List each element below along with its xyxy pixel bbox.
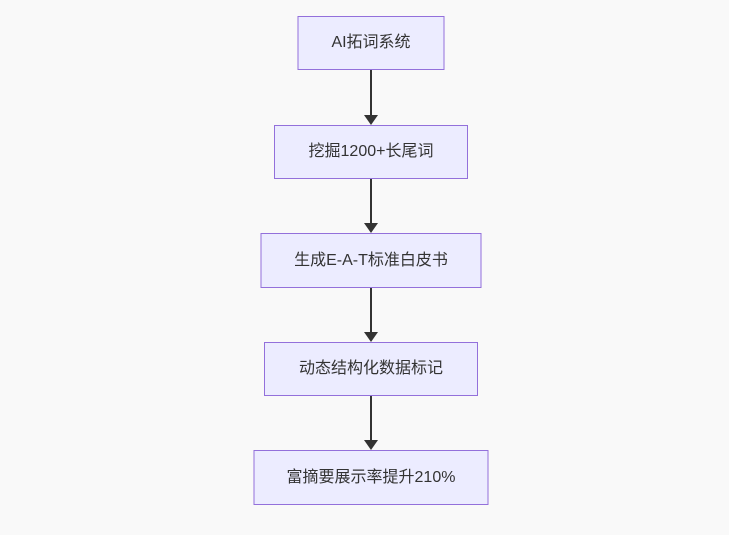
flow-node: AI拓词系统 <box>297 16 445 70</box>
arrow-head-icon <box>364 223 378 233</box>
flow-node: 富摘要展示率提升210% <box>253 450 489 505</box>
flow-node: 挖掘1200+长尾词 <box>274 125 468 179</box>
flow-node-label: 动态结构化数据标记 <box>298 360 443 377</box>
flow-arrow <box>364 70 378 125</box>
arrow-head-icon <box>364 115 378 125</box>
flow-arrow <box>364 179 378 233</box>
arrow-head-icon <box>364 332 378 342</box>
arrow-line <box>370 70 372 115</box>
flow-node-label: AI拓词系统 <box>331 34 411 51</box>
arrow-line <box>370 179 372 223</box>
flow-arrow <box>364 396 378 450</box>
flow-node-label: 挖掘1200+长尾词 <box>308 143 434 160</box>
arrow-line <box>370 288 372 332</box>
flow-node: 生成E-A-T标准白皮书 <box>260 233 482 288</box>
flow-node-label: 富摘要展示率提升210% <box>286 468 456 486</box>
flow-arrow <box>364 288 378 342</box>
arrow-line <box>370 396 372 440</box>
flow-node-label: 生成E-A-T标准白皮书 <box>294 251 448 269</box>
arrow-head-icon <box>364 440 378 450</box>
flow-node: 动态结构化数据标记 <box>264 342 478 396</box>
